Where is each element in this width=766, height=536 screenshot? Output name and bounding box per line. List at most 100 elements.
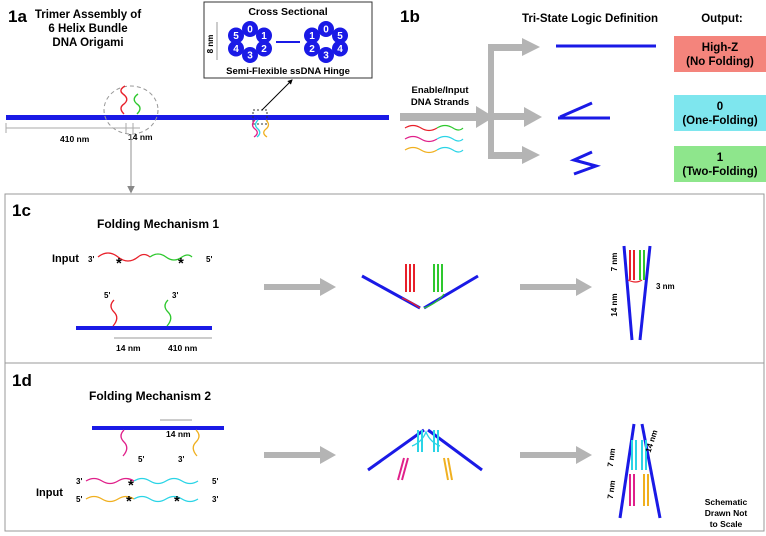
input-strand-yellow <box>404 146 438 154</box>
helix-number: 5 <box>337 31 343 42</box>
panel-1d-input-label: Input <box>36 487 63 499</box>
prime-3-label: 3' <box>172 291 178 300</box>
note-line-1: Schematic <box>705 497 748 507</box>
output-highz-line-1: High-Z <box>702 42 738 54</box>
prime-5-label: 5' <box>104 291 110 300</box>
helix-number: 1 <box>309 31 315 42</box>
helix-number: 3 <box>323 51 329 62</box>
star-marker: * <box>128 477 134 494</box>
panel-1d-frame <box>4 362 765 532</box>
panel-label-1d: 1d <box>12 371 32 390</box>
helix-number: 5 <box>233 31 239 42</box>
output-zero-line-2: (One-Folding) <box>682 115 758 127</box>
input-strand-magenta <box>404 135 438 143</box>
helix-circle <box>318 21 334 37</box>
input-strand-cyan <box>133 477 199 485</box>
origami-bundle-bar <box>6 115 389 120</box>
dim-label-14nm: 14 nm <box>128 132 153 142</box>
output-one-line-1: 1 <box>717 152 724 164</box>
helix-number: 0 <box>247 25 253 36</box>
output-box-highz <box>674 36 766 72</box>
helix-circle <box>242 47 258 63</box>
helix-circle <box>332 27 348 44</box>
magenta-strand <box>251 119 258 138</box>
dim-label-14nm: 14 nm <box>116 343 141 353</box>
green-strand <box>133 93 141 115</box>
hinge-box <box>252 109 268 125</box>
prime-3-label: 3' <box>212 495 218 504</box>
star-marker: * <box>174 493 180 510</box>
output-one: 1 (Two-Folding) <box>674 146 766 182</box>
cross-section-inset: Cross Sectional Semi-Flexible ssDNA Hing… <box>203 1 373 79</box>
helix-number: 3 <box>247 51 253 62</box>
input-label-line-2: DNA Strands <box>411 97 469 108</box>
input-strand-green <box>436 124 464 131</box>
helix-circle <box>256 27 272 44</box>
folded-arm-right <box>423 274 479 310</box>
input-strand-cyan-2 <box>436 146 464 153</box>
dim-label-410nm: 410 nm <box>60 134 90 144</box>
helix-number: 1 <box>261 31 267 42</box>
double-fold-arm-1 <box>618 423 636 519</box>
input-strand-yellow <box>85 495 135 503</box>
output-highz: High-Z (No Folding) <box>674 36 766 72</box>
state-two-fold <box>569 150 601 176</box>
duplex-red <box>629 250 635 280</box>
dim-label-14nm: 14 nm <box>166 429 191 439</box>
red-strand <box>120 85 128 115</box>
helix-circle <box>256 40 272 57</box>
prime-5-label: 5' <box>206 255 212 264</box>
helix-circle <box>242 21 258 37</box>
helix-circle <box>332 40 348 57</box>
panel-1a-title-line-2: 6 Helix Bundle <box>48 23 127 35</box>
panel-1c-input-label: Input <box>52 253 79 265</box>
output-box-one <box>674 146 766 182</box>
hinge-strand-red <box>627 279 643 283</box>
prime-3-label: 3' <box>88 255 94 264</box>
prime-3-label: 3' <box>76 477 82 486</box>
prime-5-label: 5' <box>76 495 82 504</box>
duplex-yellow <box>643 474 649 506</box>
output-zero-line-1: 0 <box>717 101 723 113</box>
panel-1b-title: Tri-State Logic Definition <box>522 13 658 25</box>
prime-3-label: 3' <box>178 455 184 464</box>
panel-label-1b: 1b <box>400 7 420 26</box>
arrow-right-icon <box>264 278 336 296</box>
panel-label-1c: 1c <box>12 201 31 220</box>
output-header: Output: <box>701 13 743 25</box>
panel-1a: 1a Trimer Assembly of 6 Helix Bundle DNA… <box>5 7 389 194</box>
star-marker: * <box>126 493 132 510</box>
star-marker: * <box>178 255 184 272</box>
input-strand-magenta <box>85 477 135 485</box>
input-strand-green <box>149 253 193 261</box>
duplex-cyan-2 <box>641 440 647 470</box>
arrow-right-icon <box>520 446 592 464</box>
folded-arm-left <box>361 274 421 310</box>
hinge-strand-red <box>401 297 421 309</box>
double-fold-arm-2 <box>638 245 652 341</box>
input-strand-cyan <box>436 135 464 142</box>
origami-bar <box>92 426 224 430</box>
star-marker: * <box>116 255 122 272</box>
yellow-strand <box>263 119 270 138</box>
duplex-cyan <box>417 430 423 452</box>
panel-1b: 1b Tri-State Logic Definition Output: En… <box>400 7 766 182</box>
prime-5-label: 5' <box>212 477 218 486</box>
duplex-red <box>405 264 415 292</box>
folded-arm-left <box>367 428 425 472</box>
output-one-line-2: (Two-Folding) <box>682 166 757 178</box>
arrow-right-icon <box>264 446 336 464</box>
duplex-yellow <box>443 457 453 481</box>
dim-label-3nm: 3 nm <box>656 282 675 291</box>
panel-1a-title-line-1: Trimer Assembly of <box>35 9 141 21</box>
double-fold-arm-1 <box>622 245 634 341</box>
panel-1c: 1c Folding Mechanism 1 Input 3' 5' * * 5… <box>4 193 765 364</box>
panel-1a-title-line-3: DNA Origami <box>52 37 123 49</box>
output-highz-line-2: (No Folding) <box>686 56 754 68</box>
cyan-strand <box>254 119 261 138</box>
duplex-green <box>639 250 645 280</box>
helix-circle <box>304 27 320 44</box>
folded-arm-right <box>427 428 483 472</box>
helix-number: 4 <box>233 44 239 55</box>
